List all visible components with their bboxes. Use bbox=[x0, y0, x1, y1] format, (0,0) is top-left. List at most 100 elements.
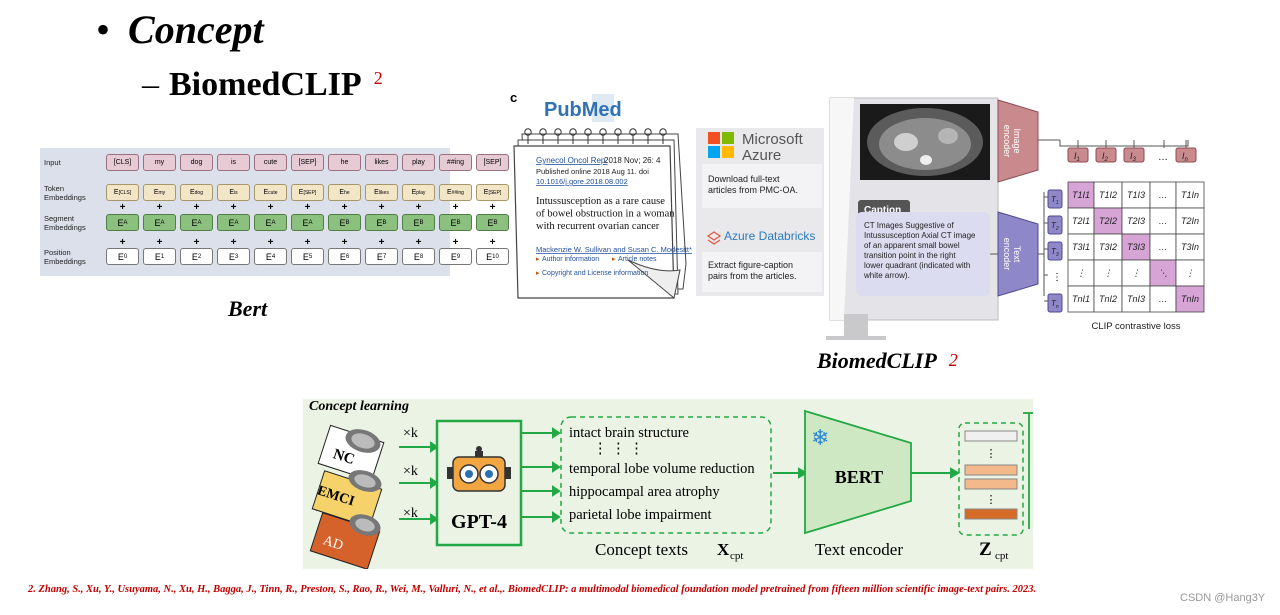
plus-icon: + bbox=[156, 202, 163, 213]
svg-text:T1: T1 bbox=[1051, 195, 1059, 206]
bert-input-token: he bbox=[328, 154, 361, 171]
bert-input-token: cute bbox=[254, 154, 287, 171]
concept-item: parietal lobe impairment bbox=[569, 507, 712, 523]
x-cpt: X bbox=[717, 540, 730, 559]
bert-input-token: dog bbox=[180, 154, 213, 171]
plus-icon: + bbox=[489, 202, 496, 213]
matrix-cell-text: ⋮ bbox=[1132, 268, 1141, 278]
article-notebook: Gynecol Oncol Rep. 2018 Nov; 26: 4 Publi… bbox=[513, 128, 692, 299]
emci-card: EMCI bbox=[311, 470, 383, 528]
databricks-icon bbox=[706, 231, 722, 245]
bert-row-label: Segment Embeddings bbox=[44, 214, 86, 232]
matrix-cell-text: … bbox=[1159, 190, 1168, 200]
plus-icon: + bbox=[193, 237, 200, 248]
matrix-cell-text: TnIn bbox=[1181, 294, 1199, 304]
matrix-cell-text: … bbox=[1159, 216, 1168, 226]
matrix-cell-positive bbox=[1175, 285, 1205, 313]
concept-texts-label: Concept texts bbox=[595, 540, 688, 559]
image-embedding-box bbox=[1067, 147, 1089, 163]
concept-item: temporal lobe volume reduction bbox=[569, 461, 755, 477]
text-embedding-box bbox=[1047, 241, 1063, 261]
microsoft-logo-icon bbox=[708, 132, 734, 158]
bullet-dash: – bbox=[142, 66, 159, 103]
bert-input-token: play bbox=[402, 154, 435, 171]
matrix-cell bbox=[1175, 207, 1205, 235]
plus-icon: + bbox=[304, 237, 311, 248]
matrix-cell bbox=[1121, 181, 1151, 209]
bert-arrow bbox=[773, 467, 809, 479]
plus-icon: + bbox=[230, 237, 237, 248]
azure-line2: Azure bbox=[742, 147, 781, 164]
bert-label: BERT bbox=[835, 467, 883, 487]
svg-text:T3: T3 bbox=[1051, 247, 1059, 258]
bert-input-token: likes bbox=[365, 154, 398, 171]
bert-token-embedding: E[SEP] bbox=[476, 184, 509, 201]
panel-letter: c bbox=[510, 90, 517, 105]
azure-line1: Microsoft bbox=[742, 131, 804, 148]
concept-list: intact brain structure ⋮ ⋮ ⋮ temporal lo… bbox=[569, 425, 755, 523]
image-encoder: Imageencoder bbox=[997, 99, 1060, 183]
ellipsis: … bbox=[1158, 152, 1168, 163]
article-doi: 10.1016/j.gore.2018.08.002 bbox=[536, 177, 628, 186]
matrix-cell-text: T2In bbox=[1181, 216, 1199, 226]
biomedclip-diagram: c PubMed Gynecol Oncol Rep. 2018 Nov; 26… bbox=[510, 90, 1205, 340]
heading-concept: •Concept bbox=[96, 6, 264, 53]
link-article-notes: Article notes bbox=[618, 256, 657, 263]
matrix-cell-positive bbox=[1067, 181, 1095, 209]
matrix-cell-text: T2I2 bbox=[1099, 216, 1117, 226]
matrix-cell-text: T2I3 bbox=[1127, 216, 1145, 226]
link-copyright: Copyright and License information bbox=[542, 270, 648, 277]
z-cpt-sub: cpt bbox=[995, 550, 1008, 562]
matrix-cell-text: T2I1 bbox=[1072, 216, 1090, 226]
text-embedding-box bbox=[1047, 189, 1063, 209]
article-authors: Mackenzie W. Sullivan and Susan C. Modes… bbox=[536, 245, 692, 254]
matrix-cell bbox=[1149, 285, 1177, 313]
group-nc: NC bbox=[331, 446, 357, 468]
article-published: Published online 2018 Aug 11. doi bbox=[536, 167, 649, 176]
times-k: ×k bbox=[403, 506, 418, 521]
svg-text:T2: T2 bbox=[1051, 221, 1059, 232]
matrix-cell-text: T1I1 bbox=[1072, 190, 1090, 200]
concept-item: hippocampal area atrophy bbox=[569, 484, 720, 500]
caption-biomedclip-text: BiomedCLIP bbox=[817, 348, 937, 373]
concept-item: intact brain structure bbox=[569, 425, 689, 441]
bullet-dot: • bbox=[96, 7, 111, 52]
image-encoder-label: Imageencoder bbox=[1002, 125, 1022, 158]
z-dots: ⋮ bbox=[986, 494, 997, 506]
bert-input-token: [SEP] bbox=[291, 154, 324, 171]
caption-tag: Caption bbox=[864, 205, 901, 216]
article-date: 2018 Nov; 26: 4 bbox=[604, 156, 661, 165]
text-encoder: Textencoder bbox=[990, 211, 1039, 297]
bert-input-token: [SEP] bbox=[476, 154, 509, 171]
group-ad: AD bbox=[321, 533, 345, 554]
article-journal: Gynecol Oncol Rep. bbox=[536, 156, 608, 165]
concept-arrows bbox=[521, 427, 561, 523]
times-k: ×k bbox=[403, 426, 418, 441]
heading-biomedclip-text: BiomedCLIP bbox=[169, 66, 362, 103]
matrix-cell-text: … bbox=[1159, 294, 1168, 304]
plus-icon: + bbox=[230, 202, 237, 213]
concept-learning-title: Concept learning bbox=[309, 399, 409, 414]
